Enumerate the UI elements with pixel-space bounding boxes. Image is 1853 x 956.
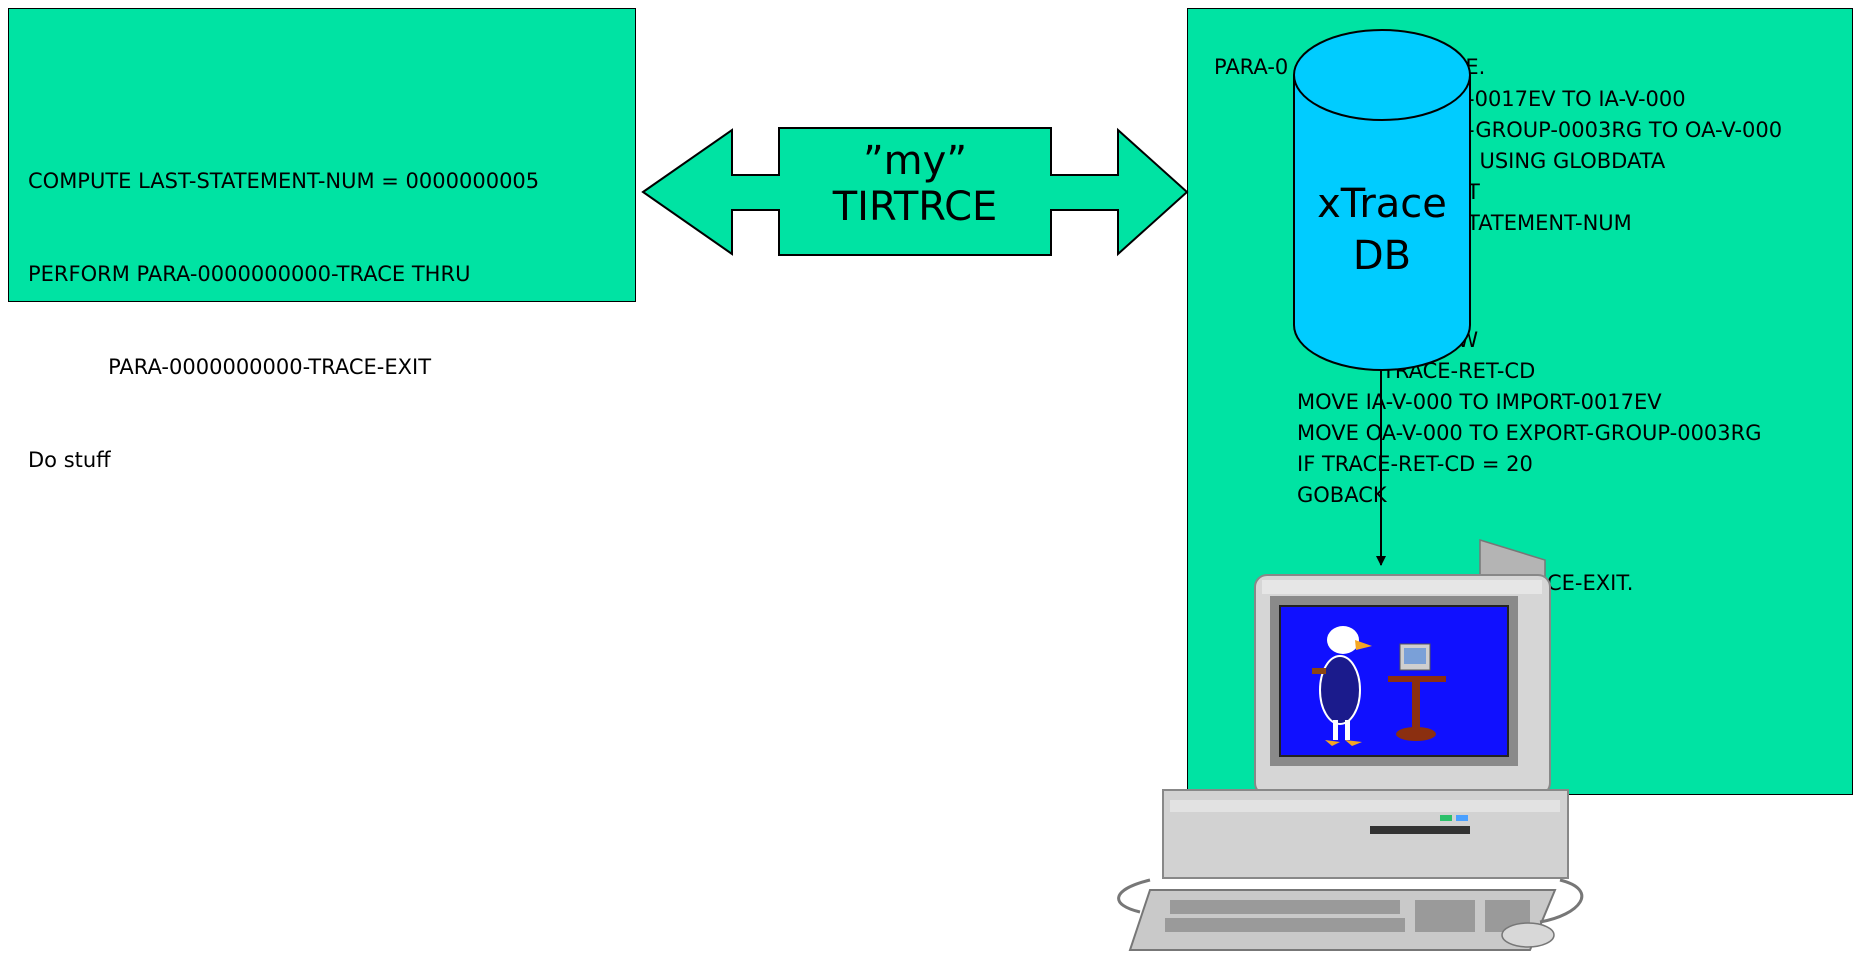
code-line: Do stuff: [28, 448, 111, 472]
code-line: PERFORM PARA-0000000000-TRACE THRU: [28, 262, 471, 286]
database-cylinder-icon: [1293, 29, 1471, 371]
code-line: MOVE IA-V-000 TO IMPORT-0017EV: [1297, 390, 1662, 414]
code-line: TATEMENT-NUM: [1467, 211, 1632, 235]
code-line: IF TRACE-RET-CD = 20: [1297, 452, 1533, 476]
code-line: -0017EV TO IA-V-000: [1467, 87, 1686, 111]
left-code-box: [8, 8, 636, 302]
arrow-label-line-2: TIRTRCE: [832, 184, 998, 230]
double-arrow-shape: [641, 127, 1189, 257]
code-line: ' USING GLOBDATA: [1467, 149, 1666, 173]
arrow-label-line-1: ”my”: [862, 138, 968, 184]
code-line: GOBACK: [1297, 483, 1387, 507]
code-line: PARA-0000000000-TRACE-EXIT: [28, 355, 432, 379]
code-line: PARA-0: [1214, 55, 1289, 79]
database-label-line-1: xTrace: [1317, 181, 1447, 227]
database-label-line-2: DB: [1352, 233, 1412, 279]
arrow-label: ”my” TIRTRCE: [779, 138, 1051, 230]
left-code-block: COMPUTE LAST-STATEMENT-NUM = 0000000005 …: [28, 104, 539, 507]
computer-icon: [1117, 538, 1584, 951]
code-line: COMPUTE LAST-STATEMENT-NUM = 0000000005: [28, 169, 540, 193]
database-label: xTrace DB: [1294, 178, 1470, 282]
code-line: CE-EXIT.: [1547, 571, 1634, 595]
code-line: -GROUP-0003RG TO OA-V-000: [1467, 118, 1783, 142]
